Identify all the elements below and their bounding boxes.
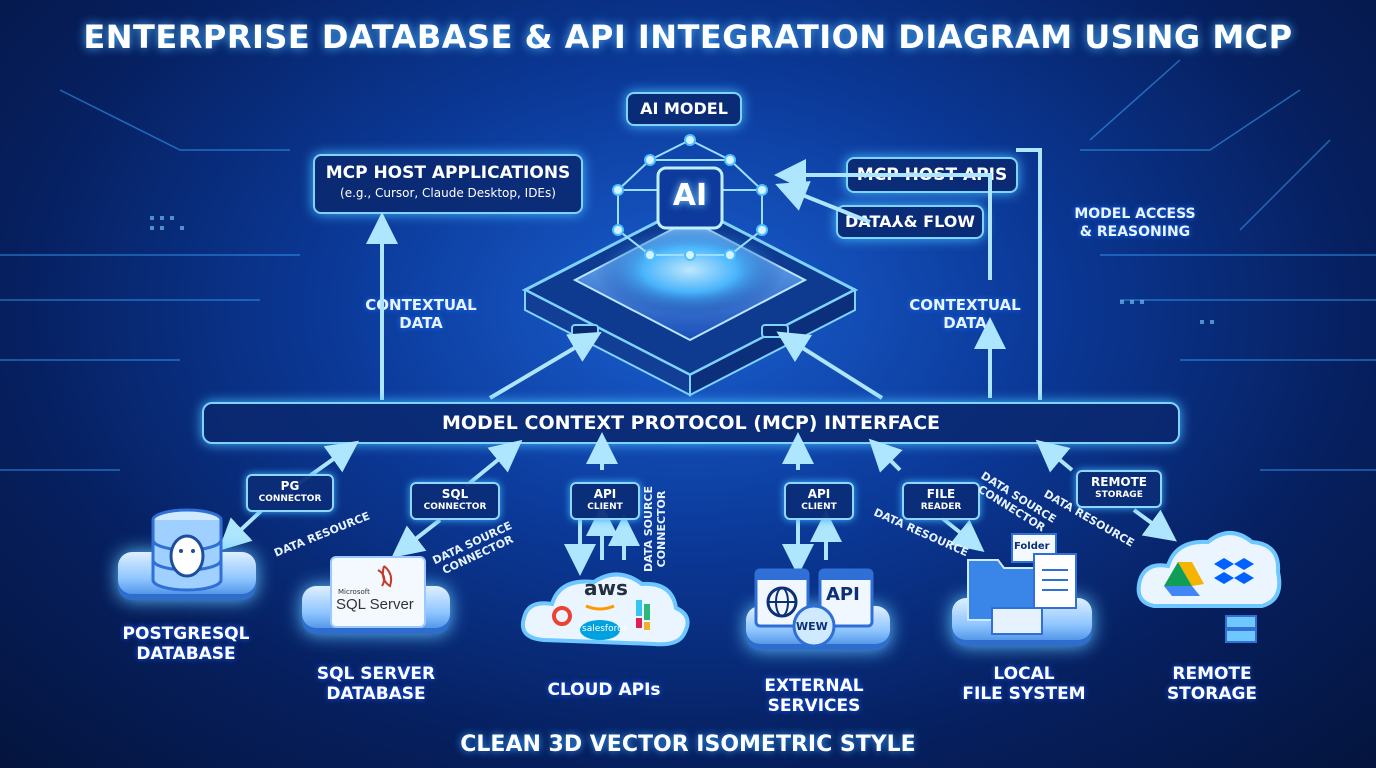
sql-connector-line1: SQL [441, 487, 469, 501]
api-client-2-line1: API [807, 487, 831, 501]
remote-storage-tag-line1: REMOTE [1091, 475, 1147, 489]
external-label: EXTERNAL SERVICES [724, 676, 904, 716]
contextual-data-left: CONTEXTUAL DATA [356, 296, 486, 332]
mcp-host-applications-box: MCP HOST APPLICATIONS (e.g., Cursor, Cla… [313, 154, 583, 214]
pg-connector-line2: CONNECTOR [258, 494, 322, 504]
remote-line1: REMOTE [1172, 664, 1252, 684]
postgres-line1: POSTGRESQL [122, 624, 250, 644]
api-client-tag-2: API CLIENT [784, 482, 854, 520]
file-reader-line1: FILE [926, 487, 956, 501]
external-line2: SERVICES [767, 696, 861, 716]
remote-label: REMOTE STORAGE [1122, 664, 1302, 704]
api-client-2-line2: CLIENT [801, 502, 837, 512]
folder-icon [967, 533, 1077, 635]
sqlserver-logo-big: SQL Server [336, 596, 414, 613]
postgres-db-icon [151, 508, 223, 592]
sqlserver-logo-small: Microsoft [338, 588, 370, 596]
model-access-line2: & REASONING [1079, 224, 1191, 240]
file-reader-line2: READER [920, 502, 962, 512]
ai-platform [521, 134, 859, 397]
external-api-text: API [826, 584, 860, 605]
folder-text: Folder [1014, 541, 1050, 552]
remote-storage-cloud-icon [1136, 531, 1282, 643]
contextual-left-line2: DATA [399, 314, 443, 332]
pg-connector-tag: PG CONNECTOR [246, 474, 334, 512]
page-title: ENTERPRISE DATABASE & API INTEGRATION DI… [83, 18, 1293, 56]
remote-storage-tag-line2: STORAGE [1095, 490, 1143, 500]
contextual-right-line1: CONTEXTUAL [909, 296, 1021, 314]
remote-storage-tag: REMOTE STORAGE [1076, 470, 1162, 508]
external-web-text: WEW [796, 620, 828, 633]
mcp-interface-bar: MODEL CONTEXT PROTOCOL (MCP) INTERFACE [202, 402, 1180, 444]
ai-chip-text: AI [672, 178, 708, 213]
salesforce-logo-text: salesforce [582, 624, 628, 634]
host-apps-subtitle: (e.g., Cursor, Claude Desktop, IDEs) [340, 186, 556, 200]
data-flow-box: DATA⅄& FLOW [836, 205, 984, 239]
host-apps-title: MCP HOST APPLICATIONS [325, 163, 571, 183]
sql-connector-tag: SQL CONNECTOR [410, 482, 500, 520]
postgres-line2: DATABASE [136, 644, 236, 664]
sqlserver-icon [377, 565, 393, 588]
localfs-line1: LOCAL [993, 664, 1055, 684]
pg-connector-line1: PG [280, 479, 300, 493]
api-client-tag-1: API CLIENT [570, 482, 640, 520]
sqlserver-line1: SQL SERVER [316, 664, 436, 684]
external-line1: EXTERNAL [764, 676, 864, 696]
api-client-1-line2: CLIENT [587, 502, 623, 512]
localfs-line2: FILE SYSTEM [962, 684, 1086, 704]
model-access-line1: MODEL ACCESS [1074, 206, 1196, 222]
aws-logo-text: aws [584, 576, 628, 600]
api-client-1-line1: API [593, 487, 617, 501]
remote-line2: STORAGE [1166, 684, 1258, 704]
postgres-label: POSTGRESQL DATABASE [96, 624, 276, 664]
sqlserver-logo-card: Microsoft SQL Server [330, 556, 426, 628]
sqlserver-label: SQL SERVER DATABASE [286, 664, 466, 704]
localfs-label: LOCAL FILE SYSTEM [934, 664, 1114, 704]
footer-caption: CLEAN 3D VECTOR ISOMETRIC STYLE [460, 732, 916, 757]
ai-model-label: AI MODEL [626, 92, 742, 126]
file-reader-tag: FILE READER [902, 482, 980, 520]
contextual-left-line1: CONTEXTUAL [365, 296, 477, 314]
sqlserver-line2: DATABASE [326, 684, 426, 704]
cloud-label: CLOUD APIs [547, 680, 661, 700]
external-services-icon [754, 568, 874, 648]
model-access-label: MODEL ACCESS & REASONING [1060, 205, 1210, 241]
sql-connector-line2: CONNECTOR [423, 502, 487, 512]
cloud-icon [521, 572, 690, 647]
